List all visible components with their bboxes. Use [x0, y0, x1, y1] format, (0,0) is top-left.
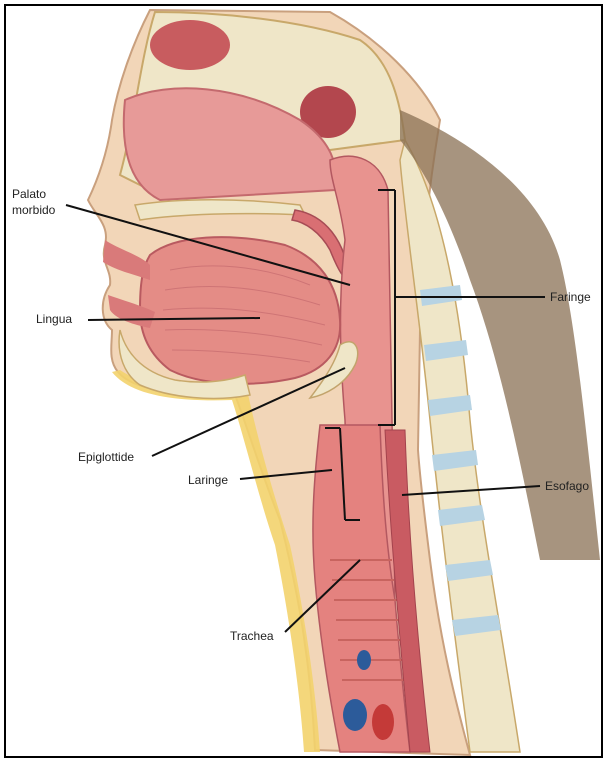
blue-vessel-small	[357, 650, 371, 670]
label-epiglottis: Epiglottide	[78, 450, 134, 464]
tongue-mass	[140, 237, 340, 384]
label-tongue: Lingua	[36, 312, 72, 326]
blue-vessel	[343, 699, 367, 731]
label-palate-line1: Palato	[12, 187, 46, 201]
label-pharynx: Faringe	[550, 290, 591, 304]
label-esophagus: Esofago	[545, 479, 589, 493]
label-trachea: Trachea	[230, 629, 274, 643]
red-vessel	[372, 704, 394, 740]
sinus-cavity	[150, 20, 230, 70]
label-larynx: Laringe	[188, 473, 228, 487]
label-palate-line2: morbido	[12, 203, 56, 217]
